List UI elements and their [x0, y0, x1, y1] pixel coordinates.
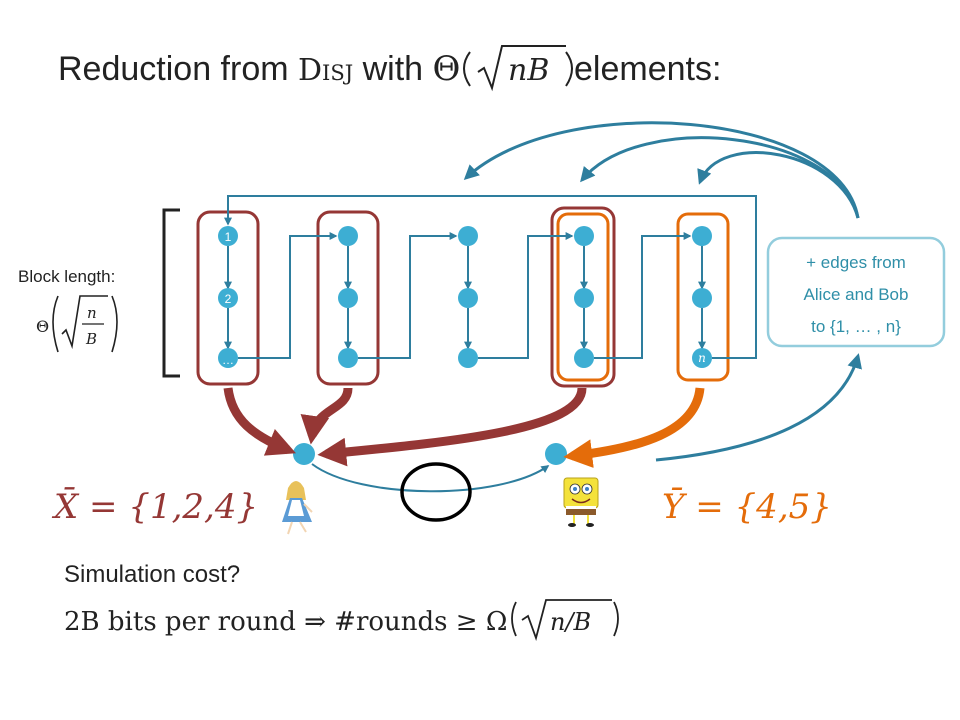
title-suffix: elements:	[574, 50, 721, 88]
edges-box-line1: + edges from	[806, 253, 906, 272]
node-label-1: 1	[225, 230, 232, 244]
alice-arrow-block4	[317, 387, 587, 467]
node-label-2: 2	[225, 292, 232, 306]
bob-figure	[563, 477, 599, 527]
bob-block-4	[556, 212, 610, 382]
block-length-bracket	[162, 208, 180, 378]
alice-node	[293, 443, 315, 465]
svg-text:n: n	[87, 304, 97, 322]
simulation-cost: 2B bits per round ⇒ #rounds ≥ Ω	[64, 607, 507, 637]
alice-figure	[282, 481, 313, 535]
simulation-sqrt: n/B	[511, 599, 619, 642]
node-label-ellipsis: …	[222, 353, 234, 367]
x-set: X̄ = {1,2,4}	[51, 486, 258, 527]
edges-box	[766, 236, 946, 348]
block-length-label: Block length:	[18, 267, 115, 286]
alice-arrow-block1	[223, 387, 296, 456]
path-edges	[224, 195, 757, 359]
alice-arrow-block2	[300, 387, 353, 445]
alice-bob-edge	[311, 463, 550, 493]
edges-box-line2: Alice and Bob	[804, 285, 909, 304]
bob-block-5	[676, 212, 730, 382]
svg-text:Θ: Θ	[36, 317, 49, 336]
bob-node	[545, 443, 567, 465]
alice-block-4	[550, 206, 616, 388]
title-sqrt-nb: nB	[463, 45, 573, 92]
slide-title: Reduction from Disj with Θ	[58, 49, 460, 89]
y-set: Ȳ = {4,5}	[662, 487, 832, 527]
simulation-question: Simulation cost?	[64, 561, 240, 588]
communication-circle	[400, 462, 472, 522]
path-nodes	[218, 226, 712, 368]
edges-box-line3: to {1, … , n}	[811, 317, 901, 336]
bob-arrow-block5	[563, 387, 705, 468]
node-label-n: n	[698, 351, 706, 365]
svg-text:n/B: n/B	[550, 608, 591, 636]
svg-text:nB: nB	[508, 53, 549, 88]
box-edge-arrows	[463, 121, 862, 462]
alice-block-2	[316, 210, 380, 386]
svg-text:B: B	[85, 330, 97, 348]
block-length-formula: Θ n B	[36, 295, 118, 353]
